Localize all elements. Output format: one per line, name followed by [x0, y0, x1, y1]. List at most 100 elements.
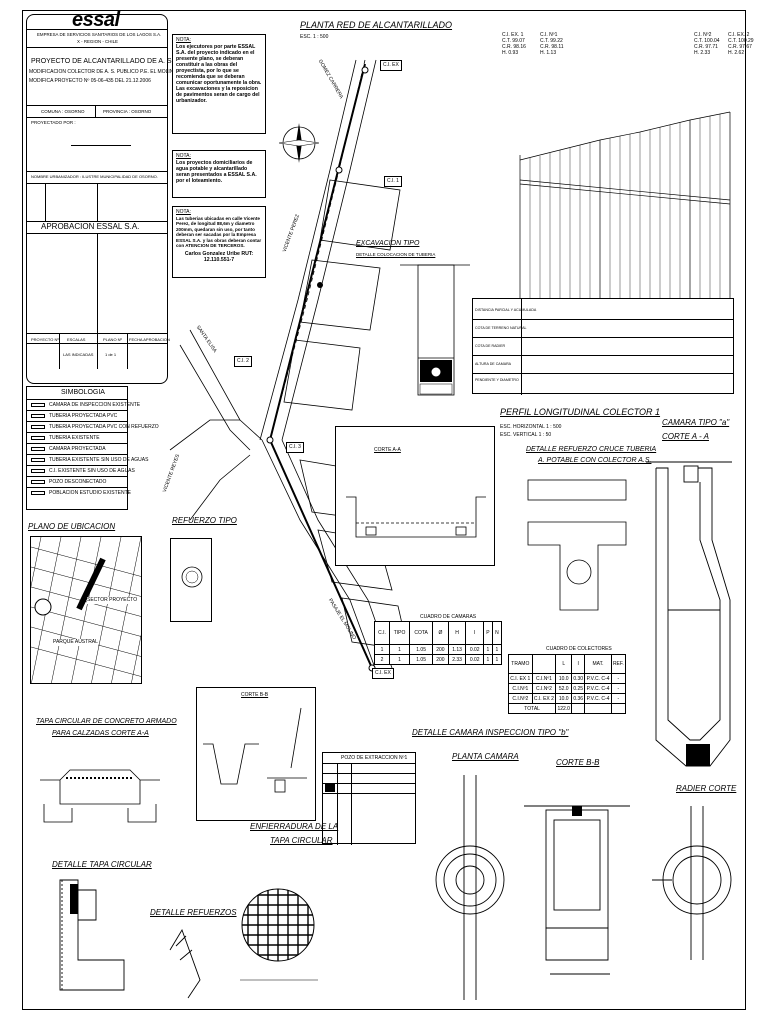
ubicacion-map: PARQUE AUSTRAL SECTOR PROYECTO	[30, 536, 142, 684]
plan-scale: ESC. 1 : 500	[300, 34, 329, 40]
note-label: NOTA:	[176, 153, 191, 159]
note-text: Las tuberias ubicadas en calle Vicente P…	[176, 216, 262, 249]
pozo-title: POZO DE EXTRACCION Nº1	[341, 755, 408, 761]
owner-label: NOMBRE URBANIZADOR : ILUSTRE MUNICIPALID…	[31, 174, 158, 179]
note-label: NOTA:	[176, 37, 191, 43]
camera-tag: C.I. 1	[384, 176, 402, 187]
detalle-tapa-title: DETALLE TAPA CIRCULAR	[52, 860, 152, 869]
cuadro-camaras-title: CUADRO DE CAMARAS	[420, 614, 477, 620]
profile-row-label: COTA DE TERRENO NATURAL	[475, 326, 527, 330]
detalle-camara-b-title: DETALLE CAMARA INSPECCION TIPO "b"	[412, 728, 569, 737]
profile-row-label: ALTURA DE CAMARA	[475, 362, 512, 366]
note-box-3: NOTA: Las tuberias ubicadas en calle Vic…	[172, 206, 266, 278]
legend-item: C.I. EXISTENTE SIN USO DE AGUAS	[49, 468, 135, 474]
note-text: Los proyectos domiciliarios de agua pota…	[176, 160, 257, 184]
legend-item: CAMARA PROYECTADA	[49, 446, 106, 452]
refuerzo-title: REFUERZO TIPO	[172, 516, 237, 525]
camara-tipo-a-sub: CORTE A - A	[662, 432, 709, 441]
drawing-frame	[22, 10, 746, 1010]
simbologia-legend: SIMBOLOGIA CAMARA DE INSPECCION EXISTENT…	[26, 386, 159, 510]
corte-bb-section	[203, 707, 307, 793]
legend-item: TUBERIA PROYECTADA PVC CON REFUERZO	[49, 424, 159, 430]
ubicacion-title: PLANO DE UBICACION	[28, 522, 116, 531]
project-title: PROYECTO DE ALCANTARILLADO DE A. S.	[31, 58, 174, 65]
project-sub-2: MODIFICA PROYECTO Nº 05-06-435 DEL 21.12…	[29, 78, 151, 84]
camera-tag: C.I. EX	[372, 668, 394, 679]
ubicacion-label-2: SECTOR PROYECTO	[87, 597, 138, 604]
cuadro-colectores-title: CUADRO DE COLECTORES	[546, 646, 612, 652]
ubicacion-map-grid	[31, 537, 141, 683]
corte-bb-detail: CORTE B-B	[196, 687, 316, 821]
approval-label: APROBACION ESSAL S.A.	[41, 222, 140, 231]
planta-camara-title: PLANTA CAMARA	[452, 752, 519, 761]
radier-title: RADIER CORTE	[676, 784, 737, 793]
corte-aa-section	[346, 496, 486, 538]
note-label: NOTA:	[176, 209, 191, 215]
title-block: essal EMPRESA DE SERVICIOS SANITARIOS DE…	[26, 9, 177, 384]
profile-row-label: COTA DE RADIER	[475, 344, 506, 348]
footer-val-2: LAS INDICADAS	[63, 352, 94, 357]
footer-val-3: 1 de 1	[105, 352, 117, 357]
enfierradura-sub: TAPA CIRCULAR	[270, 836, 333, 845]
camara-tipo-a-title: CAMARA TIPO "a"	[662, 418, 730, 427]
camera-tag: C.I. EX	[380, 60, 402, 71]
profile-scale-v: ESC. VERTICAL 1 : 50	[500, 432, 552, 438]
profile-scale-h: ESC. HORIZONTAL 1 : 500	[500, 424, 562, 430]
provincia-label: PROVINCIA : OSORNO	[103, 109, 152, 114]
detalle-refuerzo-sub: A. POTABLE CON COLECTOR A.S.	[538, 457, 652, 464]
note-box-1: NOTA: Los ejecutores por parte ESSAL S.A…	[172, 34, 266, 134]
profile-table: DISTANCIA PARCIAL Y ACUMULADA COTA DE TE…	[472, 298, 734, 395]
excavacion-title: EXCAVACION TIPO	[356, 240, 420, 247]
legend-item: CAMARA DE INSPECCION EXISTENTE	[49, 402, 141, 408]
profile-row-label: PENDIENTE Y DIAMETRO	[475, 378, 519, 382]
company-line-2: X - REGION - CHILE	[77, 39, 118, 44]
comuna-label: COMUNA : OSORNO	[41, 109, 85, 114]
legend-item: TUBERIA PROYECTADA PVC	[49, 413, 118, 419]
legend-item: TUBERIA EXISTENTE	[49, 435, 100, 441]
simbologia-title: SIMBOLOGIA	[61, 389, 105, 396]
refuerzo-drawing	[170, 538, 212, 622]
legend-item: POZO DESCONECTADO	[49, 479, 107, 485]
profile-row-label: DISTANCIA PARCIAL Y ACUMULADA	[475, 308, 537, 312]
tapa-title: TAPA CIRCULAR DE CONCRETO ARMADO	[36, 718, 177, 725]
corte-bb-title: CORTE B-B	[241, 692, 269, 698]
essal-logo: essal	[72, 9, 120, 31]
enfierradura-title: ENFIERRADURA DE LA	[250, 822, 339, 831]
north-arrow-icon	[278, 123, 320, 163]
corte-aa-detail: CORTE A-A	[335, 426, 495, 566]
refuerzo-pipe	[181, 566, 203, 588]
project-sub-1: MODIFICACION COLECTOR DE A. S. PUBLICO P…	[29, 69, 178, 75]
footer-col-1: PROYECTO Nº	[31, 337, 59, 342]
footer-col-2: ESCALAS	[67, 337, 86, 342]
legend-item: POBLACION ESTUDIO EXISTENTE	[49, 490, 131, 496]
camera-tag: C.I. 3	[286, 442, 304, 453]
note-text: Los ejecutores por parte ESSAL S.A. del …	[176, 44, 262, 104]
plan-title: PLANTA RED DE ALCANTARILLADO	[300, 20, 453, 30]
pozo-extraccion: POZO DE EXTRACCION Nº1	[322, 752, 416, 845]
tapa-sub: PARA CALZADAS CORTE A-A	[52, 730, 149, 737]
proyectado-label: PROYECTADO POR :	[31, 120, 76, 125]
footer-col-4: FECHA APROBACION	[129, 337, 170, 342]
note-box-2: NOTA: Los proyectos domiciliarios de agu…	[172, 150, 266, 198]
ubicacion-label-1: PARQUE AUSTRAL	[53, 639, 98, 646]
corte-bb2-title: CORTE B-B	[556, 758, 600, 767]
camera-tag: C.I. 2	[234, 356, 252, 367]
